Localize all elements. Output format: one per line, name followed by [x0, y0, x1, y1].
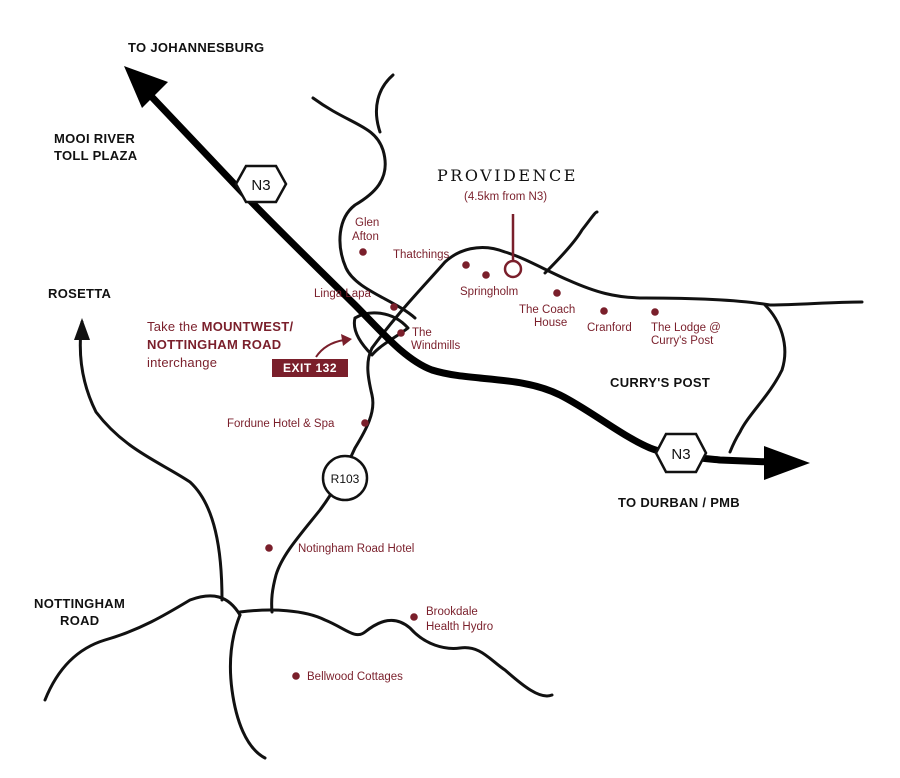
durban-arrow-icon: [764, 446, 810, 480]
linga-lapa-label: Linga Lapa: [314, 288, 372, 300]
rosetta-label: ROSETTA: [48, 286, 112, 301]
coach-house-marker: [553, 289, 561, 297]
interchange-callout: Take the MOUNTWEST/ NOTTINGHAM ROAD inte…: [147, 319, 352, 377]
fordune-marker: [361, 419, 369, 427]
interchange-line3: interchange: [147, 355, 217, 370]
place-markers: [265, 248, 659, 680]
exit-label: EXIT 132: [283, 361, 337, 375]
windmills-line1: The: [412, 327, 432, 339]
nottingham-road-line2: ROAD: [60, 613, 99, 628]
road-providence-north: [543, 210, 599, 275]
springholm-label: Springholm: [460, 286, 518, 298]
page-subtitle: (4.5km from N3): [464, 191, 547, 203]
road-nottingham-south: [228, 613, 267, 760]
coach-house-line2: House: [534, 317, 567, 329]
cranford-label: Cranford: [587, 322, 632, 334]
road-nottingham-east: [238, 608, 554, 698]
n3-north-label: N3: [251, 177, 270, 194]
durban-label: TO DURBAN / PMB: [618, 495, 740, 510]
r103-label: R103: [331, 472, 360, 486]
windmills-line2: Windmills: [411, 340, 460, 352]
brookdale-line2: Health Hydro: [426, 621, 493, 633]
toll-plaza-line2: TOLL PLAZA: [54, 148, 138, 163]
road-east-loop: [728, 303, 787, 454]
brookdale-line1: Brookdale: [426, 606, 478, 618]
lodge-line1: The Lodge @: [651, 322, 721, 334]
glen-afton-line2: Afton: [352, 231, 379, 243]
rosetta-arrow-icon: [74, 318, 90, 340]
road-currys-post: [370, 245, 864, 350]
lodge-marker: [651, 308, 659, 316]
currys-post-label: CURRY'S POST: [610, 375, 710, 390]
coach-house-line1: The Coach: [519, 304, 575, 316]
n3-south-shield: N3: [654, 432, 708, 474]
notingham-hotel-marker: [265, 544, 273, 552]
interchange-line2: NOTTINGHAM ROAD: [147, 337, 282, 352]
page-title: PROVIDENCE: [437, 166, 578, 185]
interchange-arrow-icon: [341, 334, 352, 346]
road-glen-afton: [311, 96, 417, 320]
road-nottingham-west: [43, 594, 242, 702]
bellwood-label: Bellwood Cottages: [307, 671, 403, 683]
exit-badge: [272, 359, 348, 377]
interchange-pointer-arrow: [315, 339, 345, 358]
cranford-marker: [600, 307, 608, 315]
notingham-hotel-label: Notingham Road Hotel: [298, 543, 414, 555]
road-rosetta: [78, 320, 224, 602]
windmills-marker: [397, 329, 405, 337]
n3-north-shield: N3: [234, 164, 288, 204]
thatchings-marker: [462, 261, 470, 269]
interchange-line1: Take the MOUNTWEST/: [147, 319, 293, 334]
brookdale-marker: [410, 613, 418, 621]
glen-afton-marker: [359, 248, 367, 256]
thatchings-label: Thatchings: [393, 249, 450, 261]
linga-lapa-marker: [390, 303, 398, 311]
fordune-label: Fordune Hotel & Spa: [227, 418, 335, 430]
bellwood-marker: [292, 672, 300, 680]
r103-shield: R103: [321, 454, 369, 502]
lodge-line2: Curry's Post: [651, 335, 714, 347]
road-top-branch: [374, 73, 395, 134]
providence-marker-icon: [503, 259, 523, 279]
johannesburg-arrow-icon: [124, 66, 168, 108]
nottingham-road-line1: NOTTINGHAM: [34, 596, 125, 611]
johannesburg-label: TO JOHANNESBURG: [128, 40, 264, 55]
springholm-marker: [482, 271, 490, 279]
n3-north-segment: [147, 92, 771, 466]
toll-plaza-line1: MOOI RIVER: [54, 131, 135, 146]
n3-highway: [124, 66, 810, 480]
glen-afton-line1: Glen: [355, 217, 379, 229]
n3-south-label: N3: [671, 446, 690, 463]
